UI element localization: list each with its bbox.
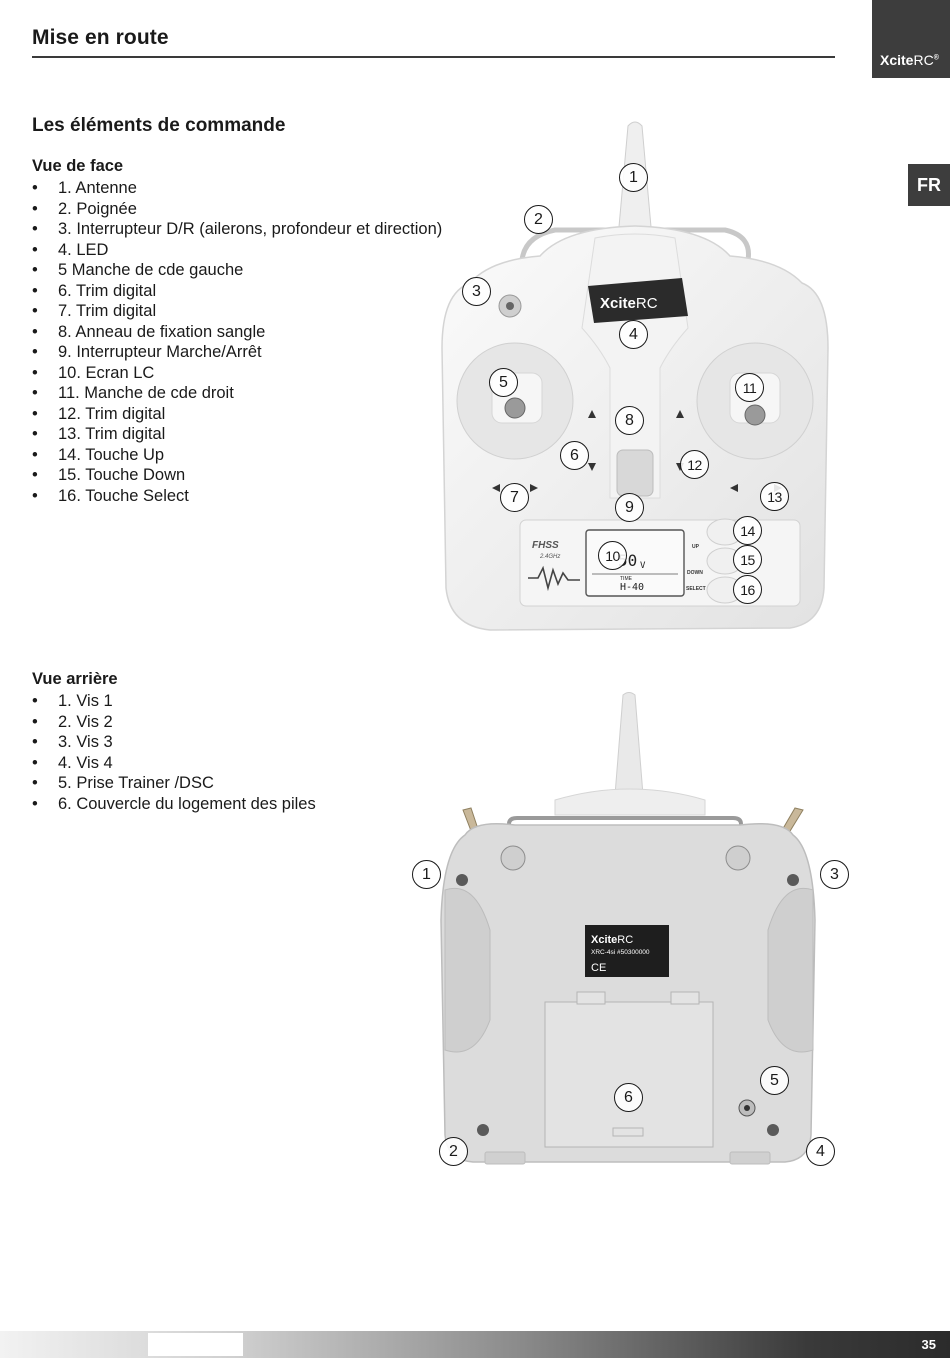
power-switch <box>616 449 654 497</box>
callout-2: 2 <box>524 205 553 234</box>
front-item: 9. Interrupteur Marche/Arrêt <box>32 342 442 363</box>
svg-text:FHSS: FHSS <box>532 540 559 551</box>
svg-text:UP: UP <box>692 544 700 550</box>
brand-logo: XciteRC® <box>880 52 939 68</box>
back-callout-6: 6 <box>614 1083 643 1112</box>
screw-4 <box>767 1124 779 1136</box>
callout-9: 9 <box>615 493 644 522</box>
callout-3: 3 <box>462 277 491 306</box>
left-stick <box>504 397 526 419</box>
front-item: 2. Poignée <box>32 199 442 220</box>
svg-text:XRC-4si #50300000: XRC-4si #50300000 <box>591 949 650 956</box>
front-item: 12. Trim digital <box>32 404 442 425</box>
back-item: 4. Vis 4 <box>32 753 316 774</box>
back-handle <box>507 816 743 842</box>
back-antenna <box>614 692 644 796</box>
callout-14: 14 <box>733 516 762 545</box>
back-item: 3. Vis 3 <box>32 732 316 753</box>
screw-3 <box>787 874 799 886</box>
callout-8: 8 <box>615 406 644 435</box>
back-callout-2: 2 <box>439 1137 468 1166</box>
front-item: 7. Trim digital <box>32 301 442 322</box>
front-item: 8. Anneau de fixation sangle <box>32 322 442 343</box>
svg-text:XciteRC: XciteRC <box>591 934 633 946</box>
battery-cover <box>544 1001 714 1148</box>
callout-1: 1 <box>619 163 648 192</box>
callout-16: 16 <box>733 575 762 604</box>
back-item: 1. Vis 1 <box>32 691 316 712</box>
right-mount <box>725 845 751 871</box>
transmitter-back-figure: XciteRC XRC-4si #50300000 CE 1 2 3 4 5 6 <box>405 690 850 1170</box>
back-view-heading: Vue arrière <box>32 670 118 688</box>
back-view-list: 1. Vis 12. Vis 23. Vis 34. Vis 45. Prise… <box>32 691 316 814</box>
front-item: 16. Touche Select <box>32 486 442 507</box>
left-mount <box>500 845 526 871</box>
svg-text:DOWN: DOWN <box>687 570 703 576</box>
front-view-heading: Vue de face <box>32 157 124 175</box>
header-divider <box>32 56 835 58</box>
callout-11: 11 <box>735 373 764 402</box>
svg-text:CE: CE <box>591 962 606 974</box>
svg-text:SELECT: SELECT <box>686 586 706 592</box>
svg-text:2.4GHz: 2.4GHz <box>539 554 560 560</box>
back-callout-1: 1 <box>412 860 441 889</box>
front-view-list: 1. Antenne2. Poignée3. Interrupteur D/R … <box>32 178 442 506</box>
svg-text:XciteRC: XciteRC <box>600 295 658 312</box>
svg-text:H-40: H-40 <box>620 582 644 593</box>
front-item: 6. Trim digital <box>32 281 442 302</box>
back-item: 5. Prise Trainer /DSC <box>32 773 316 794</box>
back-item: 2. Vis 2 <box>32 712 316 733</box>
screw-1 <box>456 874 468 886</box>
back-body <box>440 823 816 1163</box>
front-item: 13. Trim digital <box>32 424 442 445</box>
brand-logo-box: XciteRC® <box>872 0 950 78</box>
callout-7: 7 <box>500 483 529 512</box>
callout-4: 4 <box>619 320 648 349</box>
left-grip <box>444 888 491 1053</box>
right-stick <box>744 404 766 426</box>
footer-block <box>148 1333 243 1356</box>
callout-6: 6 <box>560 441 589 470</box>
front-item: 1. Antenne <box>32 178 442 199</box>
svg-text:V: V <box>640 561 646 571</box>
front-item: 11. Manche de cde droit <box>32 383 442 404</box>
front-item: 14. Touche Up <box>32 445 442 466</box>
transmitter-back-illustration: XciteRC XRC-4si #50300000 CE <box>440 692 816 1165</box>
callout-15: 15 <box>733 545 762 574</box>
front-item: 4. LED <box>32 240 442 261</box>
back-item: 6. Couvercle du logement des piles <box>32 794 316 815</box>
screw-2 <box>477 1124 489 1136</box>
transmitter-front-figure: XciteRC FHSS 2.4GHz 50 V H-40 TIME UP DO… <box>430 118 840 638</box>
front-item: 5 Manche de cde gauche <box>32 260 442 281</box>
callout-12: 12 <box>680 450 709 479</box>
back-callout-5: 5 <box>760 1066 789 1095</box>
svg-text:TIME: TIME <box>620 576 633 582</box>
back-callout-4: 4 <box>806 1137 835 1166</box>
footer-bar: 35 <box>0 1331 950 1358</box>
front-item: 10. Ecran LC <box>32 363 442 384</box>
callout-13: 13 <box>760 482 789 511</box>
callout-5: 5 <box>489 368 518 397</box>
section-heading: Les éléments de commande <box>32 115 286 136</box>
logo-plate <box>588 278 688 323</box>
page-section-title: Mise en route <box>32 26 169 49</box>
back-callout-3: 3 <box>820 860 849 889</box>
signal-graphic <box>528 565 580 592</box>
front-item: 3. Interrupteur D/R (ailerons, profondeu… <box>32 219 442 240</box>
language-tab: FR <box>908 164 950 206</box>
front-item: 15. Touche Down <box>32 465 442 486</box>
callout-10: 10 <box>598 541 627 570</box>
right-grip <box>767 888 814 1053</box>
product-label <box>585 925 669 977</box>
page-number: 35 <box>921 1337 936 1352</box>
